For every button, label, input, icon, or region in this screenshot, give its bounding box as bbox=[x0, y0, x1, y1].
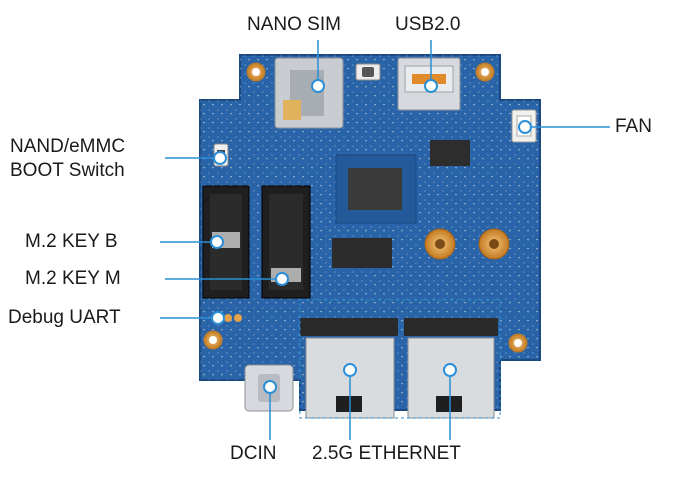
copper-pads bbox=[424, 228, 510, 260]
callout-lines bbox=[160, 40, 610, 440]
callout-ethernet: 2.5G ETHERNET bbox=[312, 443, 461, 464]
callout-m2-key-m: M.2 KEY M bbox=[25, 268, 121, 289]
circle-dot-icon bbox=[211, 311, 225, 325]
circle-dot-icon bbox=[213, 151, 227, 165]
circle-dot-icon bbox=[343, 363, 357, 377]
mounting-holes bbox=[203, 62, 528, 353]
reset-button-part bbox=[355, 63, 381, 81]
nano-sim-slot bbox=[274, 57, 344, 129]
circle-dot-icon bbox=[424, 79, 438, 93]
circle-dot-icon bbox=[311, 79, 325, 93]
circle-dot-icon bbox=[275, 272, 289, 286]
callout-debug-uart: Debug UART bbox=[8, 307, 121, 328]
callout-boot-switch: BOOT Switch bbox=[10, 160, 125, 181]
circle-dot-icon bbox=[263, 380, 277, 394]
callout-dcin: DCIN bbox=[230, 443, 277, 464]
circle-dot-icon bbox=[210, 235, 224, 249]
callout-markers bbox=[210, 79, 532, 394]
callout-nand-emmc: NAND/eMMC bbox=[10, 136, 126, 157]
callout-nano-sim: NANO SIM bbox=[247, 14, 341, 35]
ethernet-ports bbox=[299, 299, 501, 419]
callout-m2-key-b: M.2 KEY B bbox=[25, 231, 118, 252]
soc-area bbox=[332, 140, 470, 268]
circle-dot-icon bbox=[443, 363, 457, 377]
callout-fan: FAN bbox=[615, 116, 652, 137]
circle-dot-icon bbox=[518, 120, 532, 134]
callout-usb2: USB2.0 bbox=[395, 14, 461, 35]
